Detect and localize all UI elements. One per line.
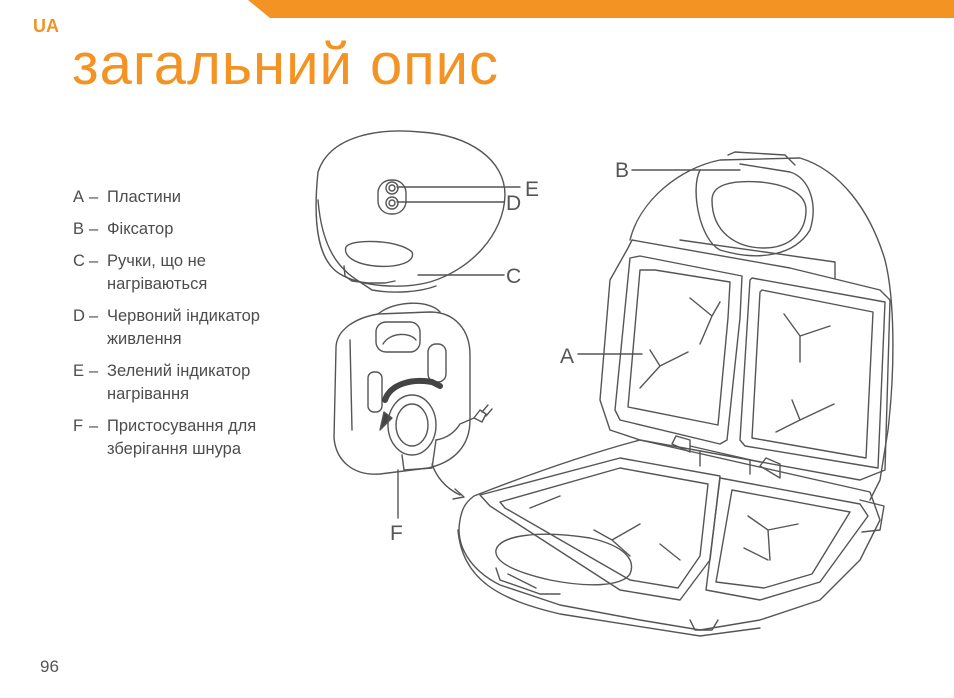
legend-text: Пристосування для зберігання шнура xyxy=(107,417,257,458)
callout-f: F xyxy=(390,522,403,545)
legend-letter: B xyxy=(73,220,85,238)
legend-letter: F xyxy=(73,417,84,435)
legend-item-d: D – Червоний індикатор живлення xyxy=(73,305,303,351)
legend-letter: D xyxy=(73,307,85,325)
parts-legend: A – Пластини B – Фіксатор C – Ручки, що … xyxy=(73,186,303,470)
legend-dash: – xyxy=(89,417,99,435)
page-title: загальний опис xyxy=(72,32,500,97)
closed-top-view xyxy=(315,130,506,293)
upright-cord-storage-view xyxy=(333,302,493,500)
legend-item-b: B – Фіксатор xyxy=(73,218,303,241)
callout-c: C xyxy=(506,265,521,288)
legend-letter: E xyxy=(73,362,85,380)
legend-dash: – xyxy=(89,220,99,238)
language-code: UA xyxy=(33,16,59,36)
legend-letter: C xyxy=(73,252,85,270)
callout-e: E xyxy=(525,178,539,201)
legend-dash: – xyxy=(89,307,99,325)
legend-dash: – xyxy=(89,362,99,380)
callout-a: A xyxy=(560,345,574,368)
legend-text: Червоний індикатор живлення xyxy=(107,307,260,348)
legend-text: Пластини xyxy=(107,188,182,206)
legend-dash: – xyxy=(89,188,99,206)
legend-item-f: F – Пристосування для зберігання шнура xyxy=(73,415,303,461)
callout-b: B xyxy=(615,159,629,182)
legend-text: Зелений індикатор нагрівання xyxy=(107,362,251,403)
open-appliance-view xyxy=(457,151,894,637)
legend-text: Ручки, що не нагріваються xyxy=(107,252,208,293)
legend-text: Фіксатор xyxy=(107,220,174,238)
legend-letter: A xyxy=(73,188,85,206)
legend-item-c: C – Ручки, що не нагріваються xyxy=(73,250,303,296)
legend-item-e: E – Зелений індикатор нагрівання xyxy=(73,360,303,406)
header-accent-bar xyxy=(248,0,954,18)
legend-dash: – xyxy=(89,252,99,270)
legend-item-a: A – Пластини xyxy=(73,186,303,209)
page-number: 96 xyxy=(40,657,59,676)
callout-d: D xyxy=(506,192,521,215)
